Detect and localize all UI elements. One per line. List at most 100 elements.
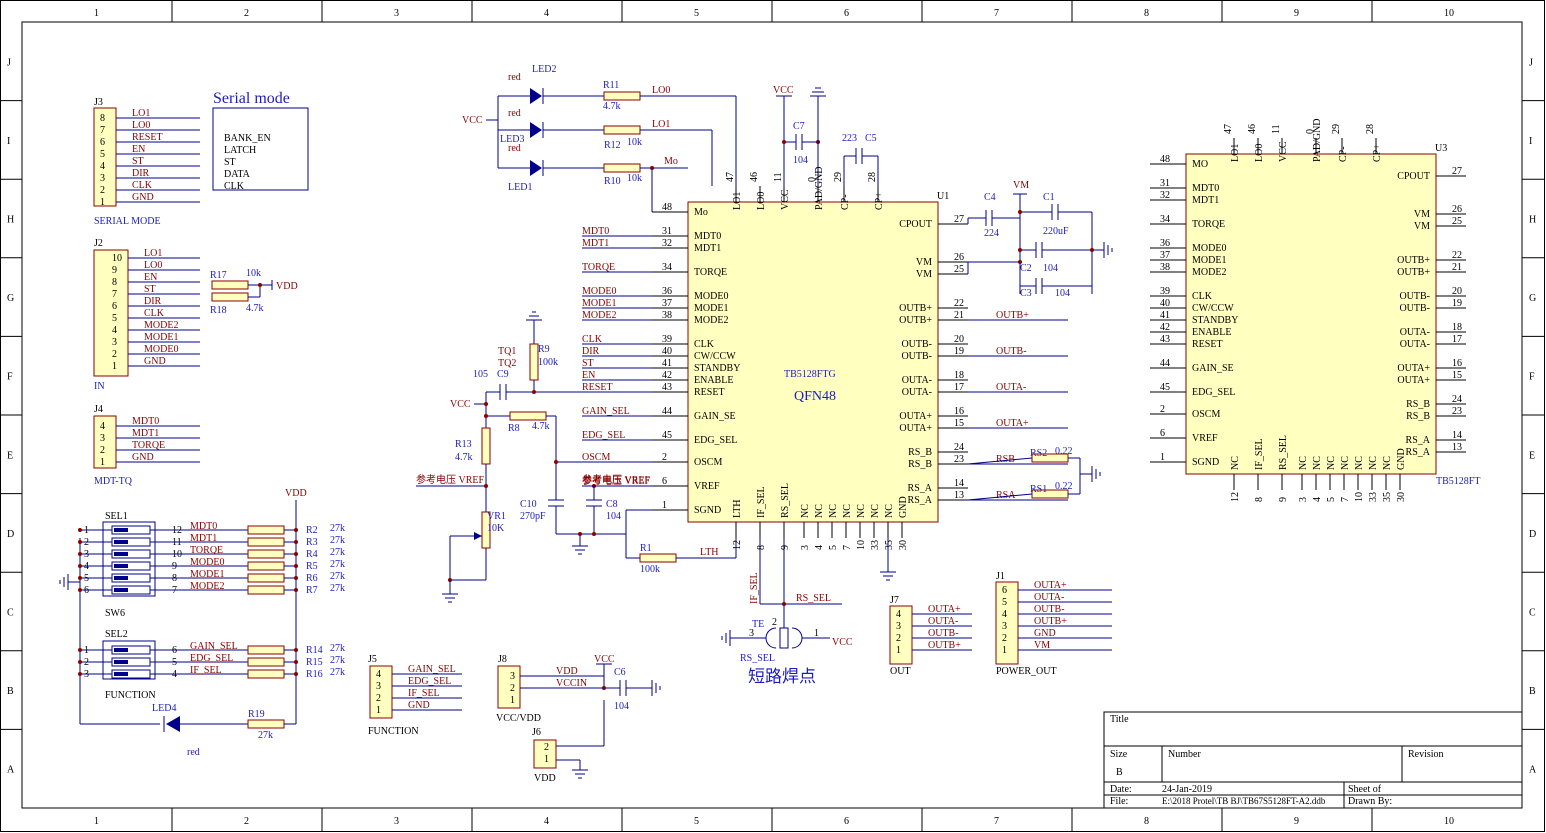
u1-pin-number: 19 — [954, 346, 964, 357]
c5-ref: C5 — [865, 133, 877, 144]
drawn-by-label: Drawn By: — [1348, 796, 1392, 807]
u1-net-label: GAIN_SEL — [582, 406, 630, 417]
j6-pin-number: 1 — [544, 754, 549, 765]
size-value: B — [1116, 767, 1123, 778]
u1-net-label: EN — [582, 370, 595, 381]
u3-pin-number: 13 — [1452, 442, 1462, 453]
u3-pin-name: OUTA+ — [1397, 363, 1430, 374]
u1-pin-name: MDT0 — [694, 231, 721, 242]
u1-pin-name: PAD/GND — [814, 166, 825, 210]
u3-pin-number: 47 — [1223, 124, 1234, 134]
u1-pin-name: NC — [870, 504, 881, 518]
u1-pin-name: OUTA+ — [899, 423, 932, 434]
u1-pin-number: 10 — [856, 540, 867, 550]
j5-pin-number: 2 — [376, 693, 381, 704]
u3-pin-name: LO0 — [1254, 144, 1265, 162]
column-marker: 8 — [1144, 8, 1149, 19]
j2-net-label: EN — [144, 272, 157, 283]
column-marker: 1 — [94, 8, 99, 19]
j3-pin-number: 3 — [100, 173, 105, 184]
connector-j3: J3 SERIAL MODE — [93, 97, 161, 227]
sw6-res-value: 27k — [330, 535, 345, 546]
u1-net-label: OUTA- — [996, 382, 1026, 393]
j8-pin-number: 3 — [510, 671, 515, 682]
row-marker: G — [1529, 293, 1536, 304]
j1-ref: J1 — [996, 571, 1005, 582]
j3-pin-number: 2 — [100, 185, 105, 196]
u1-pin-number: 8 — [756, 545, 767, 550]
u1-pin-number: 14 — [954, 478, 964, 489]
led3-color: red — [508, 108, 521, 119]
net-mo-label: Mo — [664, 156, 678, 167]
u1-pin-name: EDG_SEL — [694, 435, 737, 446]
u3-pin-name: OUTB- — [1399, 303, 1430, 314]
sw6-res-ref: R5 — [306, 561, 318, 572]
u3-pin-number: 36 — [1160, 238, 1170, 249]
j3-net-label: LO1 — [132, 108, 150, 119]
j3-net-label: LO0 — [132, 120, 150, 131]
j1-net-label: VM — [1034, 640, 1050, 651]
column-marker: 6 — [844, 8, 849, 19]
u3-pin-name: CP+ — [1372, 144, 1383, 162]
j2-name: IN — [94, 381, 105, 392]
row-marker: G — [7, 293, 14, 304]
row-marker: C — [1529, 608, 1536, 619]
serial-line: DATA — [224, 169, 251, 180]
u1-net-label: ST — [582, 358, 594, 369]
ic-u3: U3 TB5128FT — [1185, 143, 1480, 487]
u1-pin-number: 4 — [814, 545, 825, 550]
u3-pin-name: VREF — [1192, 433, 1218, 444]
u1-pin-number: 22 — [954, 298, 964, 309]
u3-pin-number: 42 — [1160, 322, 1170, 333]
u3-pin-name: IF_SEL — [1254, 438, 1265, 470]
u3-pin-number: 23 — [1452, 406, 1462, 417]
c1-ref: C1 — [1043, 192, 1055, 203]
u1-pin-number: 24 — [954, 442, 964, 453]
u1-pin-name: OUTB+ — [899, 303, 932, 314]
u3-pin-name: VCC — [1278, 141, 1289, 162]
u3-pin-name: NC — [1312, 456, 1323, 470]
j2-pin-number: 8 — [112, 277, 117, 288]
j3-net-label: GND — [132, 192, 154, 203]
u3-ref: U3 — [1435, 143, 1447, 154]
u1-pin-number: 43 — [662, 382, 672, 393]
sw6-net-label: MODE0 — [190, 557, 224, 568]
r10-ref: R10 — [604, 176, 621, 187]
j5-net-label: IF_SEL — [408, 688, 440, 699]
u3-pin-name: RS_A — [1406, 435, 1431, 446]
j1-net-label: OUTA+ — [1034, 580, 1067, 591]
u3-pin-name: NC — [1230, 456, 1241, 470]
u3-pin-name: OSCM — [1192, 409, 1220, 420]
u1-pin-number: 12 — [732, 540, 743, 550]
row-marker: F — [7, 372, 13, 383]
serial-line: BANK_EN — [224, 133, 271, 144]
sw6-res-ref: R3 — [306, 537, 318, 548]
row-marker: D — [1529, 529, 1536, 540]
c7-value: 104 — [793, 155, 808, 166]
u3-pin-name: RS_A — [1406, 447, 1431, 458]
u1-pin-number: 27 — [954, 214, 964, 225]
u3-pin-number: 8 — [1254, 497, 1265, 502]
sw6-res-ref: R6 — [306, 573, 318, 584]
column-marker: 6 — [844, 816, 849, 827]
connector-j1: J1 POWER_OUT — [995, 571, 1057, 677]
r19-ref: R19 — [248, 709, 265, 720]
u3-pin-number: 28 — [1365, 124, 1376, 134]
u3-pin-number: 48 — [1160, 154, 1170, 165]
column-marker: 1 — [94, 816, 99, 827]
u1-pin-number: 15 — [954, 418, 964, 429]
date-label: Date: — [1110, 784, 1132, 795]
title-label: Title — [1110, 714, 1129, 725]
u1-pin-number: 18 — [954, 370, 964, 381]
u3-pin-name: RS_B — [1406, 411, 1430, 422]
u3-pin-number: 5 — [1326, 497, 1337, 502]
c9-ref: C9 — [497, 369, 509, 380]
row-marker: J — [7, 57, 11, 68]
u3-pin-number: 11 — [1271, 124, 1282, 134]
u1-pin-number: 30 — [898, 540, 909, 550]
u1-pin-number: 16 — [954, 406, 964, 417]
j4-pin-number: 2 — [100, 445, 105, 456]
